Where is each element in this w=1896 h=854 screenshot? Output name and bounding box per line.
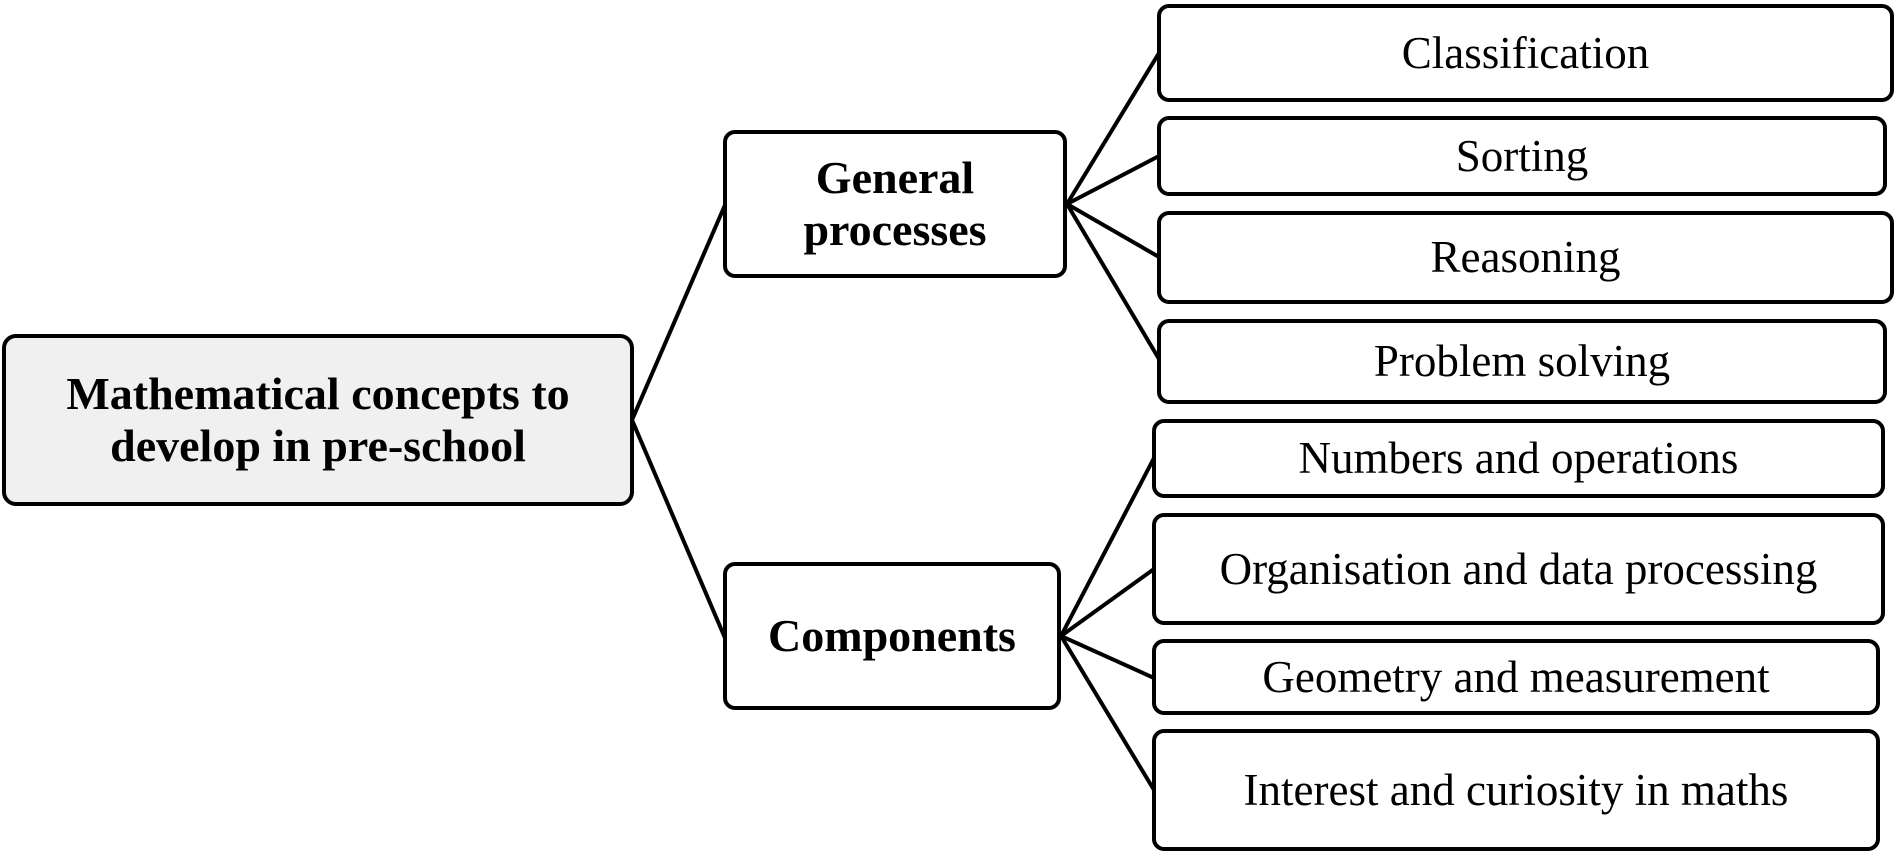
- leaf-classification: Classification: [1157, 4, 1894, 102]
- general-label-line1: General: [815, 152, 975, 204]
- root-node: Mathematical concepts to develop in pre-…: [2, 334, 634, 506]
- connector-root-general: [630, 204, 727, 421]
- root-node-label: Mathematical concepts to develop in pre-…: [66, 368, 569, 471]
- root-label-line1: Mathematical concepts to: [66, 368, 570, 420]
- connector-components-numbers: [1059, 457, 1156, 637]
- leaf-problem-solving: Problem solving: [1157, 319, 1887, 404]
- general-processes-label: General processes: [803, 152, 986, 255]
- connector-general-reasoning: [1066, 202, 1160, 259]
- leaf-reasoning: Reasoning: [1157, 211, 1894, 304]
- leaf-organisation-data-label: Organisation and data processing: [1219, 543, 1818, 594]
- leaf-reasoning-label: Reasoning: [1430, 232, 1621, 283]
- connector-components-geometry: [1060, 634, 1155, 680]
- connector-root-components: [630, 419, 727, 639]
- connector-components-organisation: [1059, 567, 1156, 638]
- leaf-sorting: Sorting: [1157, 116, 1887, 196]
- general-label-line2: processes: [803, 204, 987, 255]
- components-label: Components: [768, 610, 1016, 662]
- general-processes-node: General processes: [723, 130, 1067, 278]
- leaf-classification-label: Classification: [1401, 27, 1650, 78]
- leaf-sorting-label: Sorting: [1455, 130, 1589, 181]
- leaf-numbers-operations-label: Numbers and operations: [1298, 433, 1739, 484]
- connector-general-classification: [1065, 51, 1161, 206]
- leaf-geometry-measurement: Geometry and measurement: [1152, 639, 1880, 715]
- root-label-line2: develop in pre-school: [110, 420, 526, 471]
- leaf-interest-curiosity-label: Interest and curiosity in maths: [1243, 764, 1789, 815]
- leaf-interest-curiosity: Interest and curiosity in maths: [1152, 729, 1880, 851]
- leaf-problem-solving-label: Problem solving: [1373, 336, 1671, 387]
- leaf-geometry-measurement-label: Geometry and measurement: [1262, 651, 1770, 702]
- leaf-organisation-data: Organisation and data processing: [1152, 513, 1885, 625]
- connector-general-problem-solving: [1065, 202, 1161, 361]
- connector-general-sorting: [1066, 154, 1160, 206]
- connector-components-interest: [1059, 634, 1156, 792]
- leaf-numbers-operations: Numbers and operations: [1152, 419, 1885, 498]
- components-node: Components: [723, 562, 1061, 710]
